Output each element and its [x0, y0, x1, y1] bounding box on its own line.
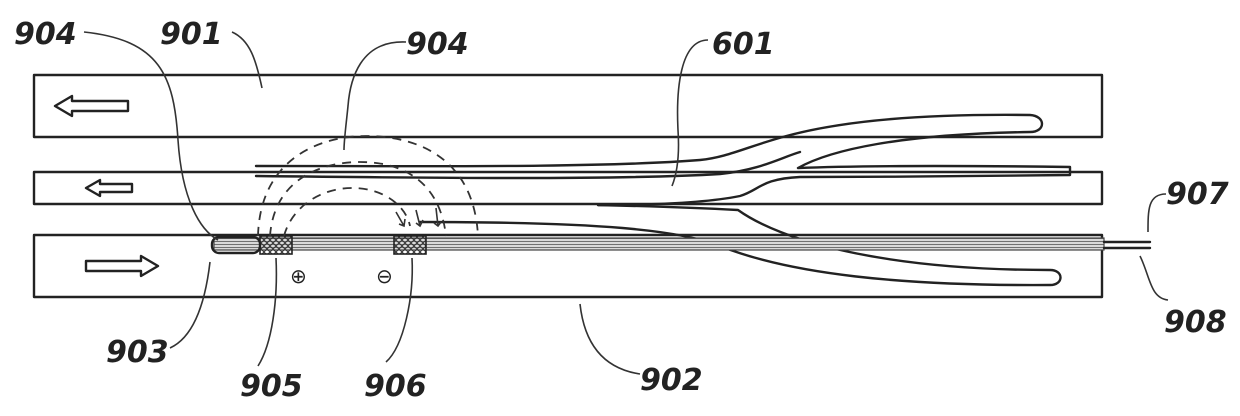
guidewire-tail: [1104, 242, 1150, 248]
label-904-arc: 904: [406, 27, 469, 62]
positive-symbol: ⊕: [290, 264, 307, 288]
leader-905: [258, 258, 276, 366]
field-arrow-2: [416, 210, 423, 226]
label-903: 903: [106, 335, 169, 370]
label-904-left: 904: [14, 17, 77, 52]
leader-903: [170, 262, 210, 348]
leader-902: [580, 304, 640, 374]
field-line-inner: [284, 188, 410, 236]
leader-904b: [344, 42, 406, 150]
electrode-906: [394, 236, 426, 254]
label-901: 901: [160, 17, 223, 52]
label-907: 907: [1166, 177, 1229, 212]
label-601: 601: [712, 27, 775, 62]
branching-vessel: [256, 115, 1070, 205]
leader-901: [232, 32, 262, 88]
upper-channel-901: [34, 75, 1102, 137]
label-905: 905: [240, 369, 303, 404]
leader-907: [1148, 194, 1166, 232]
label-908: 908: [1164, 305, 1227, 340]
label-902: 902: [640, 363, 703, 398]
leader-601: [672, 40, 708, 186]
guidewire: [214, 238, 1104, 250]
field-arrow-1: [396, 212, 405, 226]
leader-908: [1140, 256, 1168, 300]
electrode-905: [260, 236, 292, 254]
negative-symbol: ⊖: [376, 264, 393, 288]
flow-arrow-left-upper: [55, 96, 128, 116]
label-906: 906: [364, 369, 427, 404]
flow-arrow-right-lower: [86, 256, 158, 276]
flow-arrow-left-middle: [86, 180, 132, 196]
